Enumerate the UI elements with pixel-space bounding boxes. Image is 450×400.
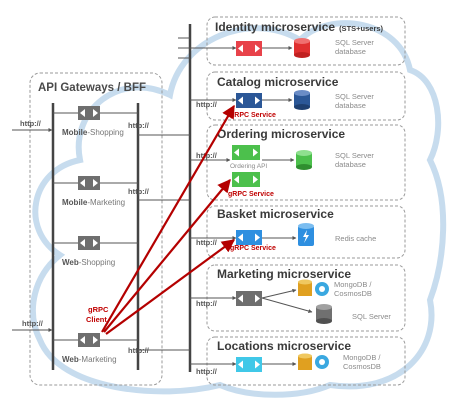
http-label: http:// [128,187,150,196]
gateway-mobile-shopping: Mobile-Shopping http:// [53,106,150,137]
cloud-outline [30,20,447,398]
gateway-name-rest: -Marketing [87,198,125,207]
catalog-microservice: Catalog microservice http:// gRPC Servic… [190,71,406,121]
database-icon [316,304,332,324]
http-label: http:// [22,319,44,328]
grpc-client-label-2: Client [86,315,107,324]
gateway-name-bold: Web [62,258,79,267]
db2-label-1: SQL Server [352,312,391,321]
redis-cache-icon [298,223,314,246]
gateway-to-bus-connectors [138,134,190,351]
service-title-suffix: (STS+users) [339,24,383,33]
api-icon [236,357,262,372]
basket-microservice: Basket microservice http:// gRPC Service… [190,205,406,259]
database-icon [294,90,310,110]
gateway-name-bold: Mobile [62,198,88,207]
svg-text:Web-Shopping: Web-Shopping [62,258,115,267]
ordering-api-label: Ordering API [230,163,267,170]
db-label-2: database [335,47,366,56]
api-icon [78,106,100,120]
db-label-1: SQL Server [335,92,374,101]
mongodb-cosmosdb-icon [298,279,329,296]
grpc-service-label: gRPC Service [230,112,276,119]
service-title: Basket microservice [217,207,334,221]
db-label-2: CosmosDB [343,362,381,371]
gateway-name-rest: -Marketing [79,355,117,364]
http-label: http:// [196,238,218,247]
db-label-2: database [335,160,366,169]
gateway-name-rest: -Shopping [79,258,115,267]
service-title: Locations microservice [217,339,351,353]
svg-text:Web-Marketing: Web-Marketing [62,355,117,364]
grpc-client-label-1: gRPC [88,305,109,314]
service-title: Marketing microservice [217,267,351,281]
http-label: http:// [196,151,218,160]
http-label: http:// [20,119,42,128]
gateway-inbound-connectors: http:// http:// [12,119,53,332]
api-gateways-panel [29,72,163,386]
http-label: http:// [128,121,150,130]
api-icon [236,93,262,108]
svg-text:Mobile-Marketing: Mobile-Marketing [62,198,125,207]
db-label-1: MongoDB / [343,353,381,362]
service-title: Catalog microservice [217,75,339,89]
bus-tick-marks [178,37,190,59]
gateway-mobile-marketing: Mobile-Marketing http:// [53,176,150,207]
grpc-arrow-ordering [103,178,231,333]
grpc-service-label: gRPC Service [230,245,276,252]
ordering-microservice: Ordering microservice http:// Ordering A… [190,124,406,201]
gateway-name-bold: Mobile [62,128,88,137]
identity-microservice: Identity microservice (STS+users) SQL Ser… [190,16,406,66]
database-icon [294,38,310,58]
db-label-2: database [335,101,366,110]
api-icon [236,230,262,245]
http-label: http:// [196,100,218,109]
grpc-arrows [101,104,236,335]
db-label-1: SQL Server [335,38,374,47]
api-icon [236,41,262,56]
mongodb-cosmosdb-icon [298,353,329,370]
api-icon [78,333,100,347]
service-title: Identity microservice [215,20,335,34]
marketing-microservice: Marketing microservice http:// MongoDB /… [190,264,406,332]
api-icon [78,176,100,190]
db-label-1: MongoDB / [334,280,372,289]
service-title: Ordering microservice [217,127,345,141]
gateway-name-rest: -Shopping [87,128,123,137]
db-label-2: CosmosDB [334,289,372,298]
api-gateways-title: API Gateways / BFF [38,82,146,94]
http-label: http:// [196,299,218,308]
db-label-1: Redis cache [335,234,376,243]
gateway-name-bold: Web [62,355,79,364]
locations-microservice: Locations microservice http:// MongoDB /… [190,336,406,386]
api-icon [78,236,100,250]
svg-text:Identity microservice(STS+user: Identity microservice (STS+users) [215,20,384,34]
svg-text:Mobile-Shopping: Mobile-Shopping [62,128,124,137]
grpc-service-label: gRPC Service [228,191,274,198]
db-label-1: SQL Server [335,151,374,160]
api-icon [236,291,262,306]
grpc-arrow-basket [105,239,236,335]
gateway-web-shopping: Web-Shopping [53,236,138,267]
http-label: http:// [196,367,218,376]
grpc-arrow-catalog [101,104,235,333]
database-icon [296,150,312,170]
